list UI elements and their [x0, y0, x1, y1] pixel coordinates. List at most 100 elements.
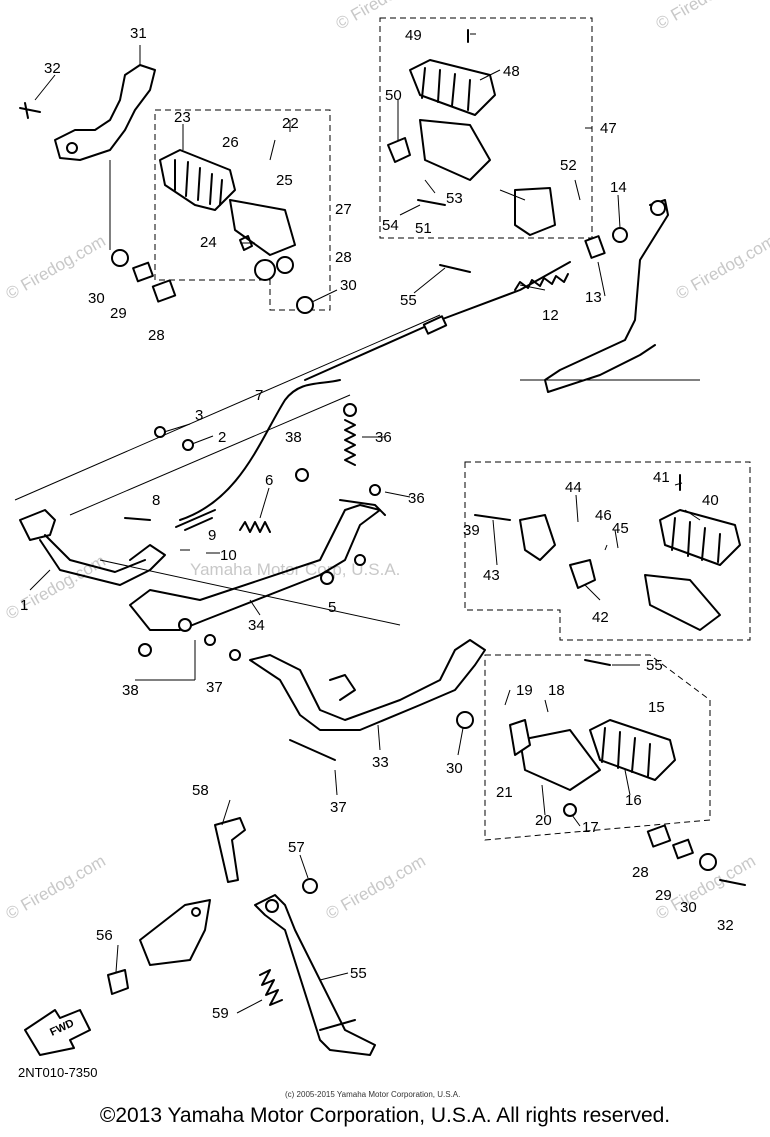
callout-30d: 30	[680, 899, 697, 916]
bolts	[124, 199, 746, 886]
callout-58: 57	[288, 839, 305, 856]
callout-43: 43	[483, 567, 500, 584]
frame-34	[129, 499, 386, 632]
callout-labels: 32 31 22 23 26 25 27 24 28 30 30 29 28 4…	[20, 25, 734, 1022]
callout-6: 6	[265, 472, 273, 489]
callout-29b: 29	[655, 887, 672, 904]
callout-30c: 30	[446, 760, 463, 777]
watermark: © Firedog.com	[323, 851, 429, 923]
callout-48: 48	[503, 63, 520, 80]
watermark: © Firedog.com	[673, 231, 770, 303]
callout-38a: 38	[285, 429, 302, 446]
callout-29a: 29	[110, 305, 127, 322]
callout-28b: 28	[632, 864, 649, 881]
callout-55b: 55	[646, 657, 663, 674]
callout-53: 53	[446, 190, 463, 207]
switch-brackets	[107, 817, 318, 995]
callout-36a: 36	[408, 490, 425, 507]
callout-25: 26	[222, 134, 239, 151]
callout-37: 37	[330, 799, 347, 816]
footrest-15-assembly	[509, 719, 676, 817]
rear-bracket-31	[19, 64, 156, 161]
callout-32b: 32	[717, 917, 734, 934]
callout-36b: 37	[206, 679, 223, 696]
group-box-39	[464, 461, 751, 641]
callout-2: 2	[218, 429, 226, 446]
frame-bar-1	[19, 509, 166, 586]
callout-22: 23	[174, 109, 191, 126]
watermark: © Firedog.com	[3, 851, 109, 923]
callout-60: 59	[212, 1005, 229, 1022]
callout-32: 32	[44, 60, 61, 77]
callout-21: 22	[282, 115, 299, 132]
diagram-code: 2NT010-7350	[18, 1065, 98, 1080]
callout-26: 27	[335, 201, 352, 218]
callout-9: 9	[208, 527, 216, 544]
callout-17: 18	[548, 682, 565, 699]
callout-10: 10	[220, 547, 237, 564]
callout-47: 47	[600, 120, 617, 137]
fwd-arrow: FWD	[24, 1009, 91, 1056]
group-box-14	[484, 654, 711, 841]
callout-3: 3	[195, 407, 203, 424]
watermark: Yamaha Motor Corp, U.S.A.	[190, 560, 400, 579]
watermark: © Firedog.com	[333, 0, 439, 33]
callout-30a: 30	[340, 277, 357, 294]
guide-lines	[14, 314, 700, 626]
callout-33: 33	[372, 754, 389, 771]
callout-12: 13	[585, 289, 602, 306]
callout-31: 31	[130, 25, 147, 42]
callout-18: 19	[516, 682, 533, 699]
callout-11: 12	[542, 307, 559, 324]
cable-7	[175, 379, 341, 531]
callout-55a: 55	[400, 292, 417, 309]
callout-39: 39	[463, 522, 480, 539]
callout-20: 21	[496, 784, 513, 801]
brake-rod-11	[304, 261, 571, 381]
callout-56: 55	[350, 965, 367, 982]
callout-24: 25	[276, 172, 293, 189]
callout-51: 51	[415, 220, 432, 237]
side-stand-56	[254, 894, 376, 1056]
callout-8: 8	[152, 492, 160, 509]
callout-35: 36	[375, 429, 392, 446]
callout-54: 54	[382, 217, 399, 234]
callout-46: 46	[595, 507, 612, 524]
group-box-47	[379, 17, 593, 239]
footrest-48-assembly	[387, 29, 556, 236]
watermark: © Firedog.com	[653, 0, 759, 33]
washers	[111, 249, 717, 871]
small-copyright: (c) 2005-2015 Yamaha Motor Corporation, …	[285, 1090, 461, 1099]
callout-44: 44	[565, 479, 582, 496]
callout-7: 7	[255, 387, 263, 404]
copyright-footer: ©2013 Yamaha Motor Corporation, U.S.A. A…	[99, 1104, 671, 1127]
callout-41: 41	[653, 469, 670, 486]
callout-28a: 28	[148, 327, 165, 344]
callout-49: 49	[405, 27, 422, 44]
callout-52: 52	[560, 157, 577, 174]
group-box-21	[154, 109, 331, 311]
callout-23: 24	[200, 234, 217, 251]
callout-57: 56	[96, 927, 113, 944]
callout-13: 14	[610, 179, 627, 196]
callout-45: 45	[612, 520, 629, 537]
callout-50: 50	[385, 87, 402, 104]
callout-15: 16	[625, 792, 642, 809]
callout-38b: 38	[122, 682, 139, 699]
callout-14: 15	[648, 699, 665, 716]
frame-33	[249, 639, 486, 761]
footrest-22-assembly	[159, 149, 296, 281]
springs	[239, 403, 357, 533]
callout-19: 20	[535, 812, 552, 829]
callout-34: 34	[248, 617, 265, 634]
callout-1: 1	[20, 597, 28, 614]
callout-16: 17	[582, 819, 599, 836]
callout-30b: 30	[88, 290, 105, 307]
callout-27: 28	[335, 249, 352, 266]
leader-lines	[29, 33, 701, 1014]
footrest-40-assembly	[519, 509, 741, 631]
callout-42: 42	[592, 609, 609, 626]
callout-40: 40	[702, 492, 719, 509]
callout-59: 58	[192, 782, 209, 799]
